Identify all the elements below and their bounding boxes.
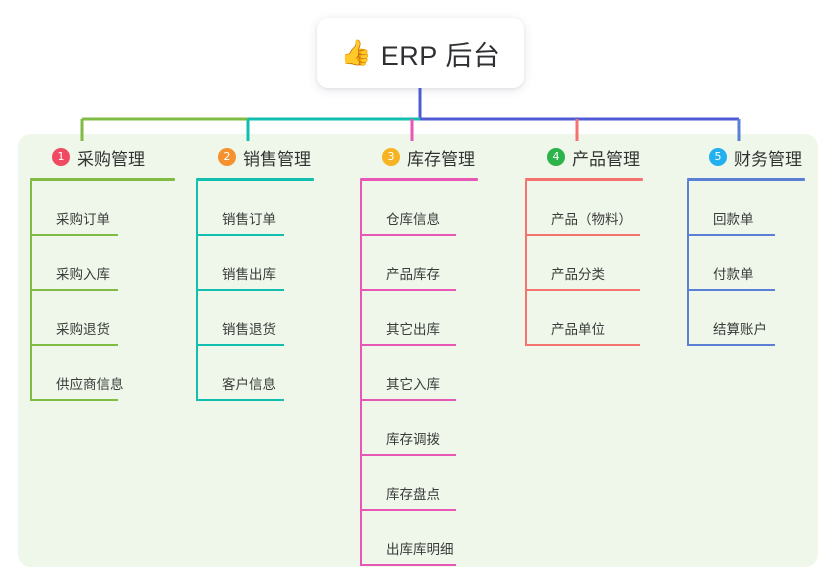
category-column-2: 2 销售管理销售订单销售出库销售退货客户信息 [196, 144, 314, 401]
menu-item-label: 采购入库 [56, 267, 110, 282]
menu-item-underline [687, 344, 775, 346]
category-header-2[interactable]: 2 销售管理 [196, 144, 314, 170]
menu-item-underline [30, 289, 118, 291]
menu-item-underline [687, 234, 775, 236]
category-header-4[interactable]: 4 产品管理 [525, 144, 643, 170]
menu-item-label: 库存盘点 [386, 487, 440, 502]
thumbs-up-icon: 👍 [340, 38, 372, 67]
menu-item[interactable]: 采购订单 [30, 181, 175, 236]
category-underline [30, 178, 175, 181]
menu-item-underline [360, 509, 456, 511]
menu-item-label: 回款单 [713, 212, 754, 227]
menu-item[interactable]: 销售订单 [196, 181, 314, 236]
menu-item-underline [360, 234, 456, 236]
menu-item-label: 销售订单 [222, 212, 276, 227]
menu-item[interactable]: 产品单位 [525, 291, 643, 346]
category-underline [687, 178, 805, 181]
root-node-title: ERP 后台 [380, 40, 501, 71]
menu-item-label: 销售出库 [222, 267, 276, 282]
menu-item-underline [525, 234, 640, 236]
category-number-badge: 3 [382, 148, 400, 166]
category-item-list: 回款单付款单结算账户 [687, 181, 805, 346]
menu-item[interactable]: 产品分类 [525, 236, 643, 291]
menu-item[interactable]: 付款单 [687, 236, 805, 291]
menu-item-underline [30, 344, 118, 346]
menu-item[interactable]: 结算账户 [687, 291, 805, 346]
menu-item[interactable]: 仓库信息 [360, 181, 478, 236]
menu-item[interactable]: 客户信息 [196, 346, 314, 401]
category-column-1: 1 采购管理采购订单采购入库采购退货供应商信息 [30, 144, 175, 401]
menu-item-label: 库存调拨 [386, 432, 440, 447]
menu-item-underline [360, 454, 456, 456]
menu-item[interactable]: 销售退货 [196, 291, 314, 346]
category-number-badge: 4 [547, 148, 565, 166]
category-number-badge: 2 [218, 148, 236, 166]
menu-item[interactable]: 库存盘点 [360, 456, 478, 511]
menu-item[interactable]: 产品库存 [360, 236, 478, 291]
menu-item-underline [687, 289, 775, 291]
category-underline [360, 178, 478, 181]
menu-item-label: 仓库信息 [386, 212, 440, 227]
menu-item-label: 其它出库 [386, 322, 440, 337]
menu-item-underline [30, 234, 118, 236]
category-column-4: 4 产品管理产品（物料） 产品分类产品单位 [525, 144, 643, 346]
menu-item[interactable]: 库存调拨 [360, 401, 478, 456]
category-item-list: 产品（物料） 产品分类产品单位 [525, 181, 643, 346]
menu-item[interactable]: 供应商信息 [30, 346, 175, 401]
menu-item-label: 付款单 [713, 267, 754, 282]
category-column-5: 5 财务管理回款单付款单结算账户 [687, 144, 805, 346]
category-underline [196, 178, 314, 181]
category-title: 库存管理 [407, 149, 475, 169]
menu-item-label: 产品单位 [551, 322, 605, 337]
menu-item[interactable]: 采购入库 [30, 236, 175, 291]
category-column-3: 3 库存管理仓库信息产品库存其它出库其它入库库存调拨库存盘点出库库明细 [360, 144, 478, 566]
category-title: 销售管理 [243, 149, 311, 169]
category-title: 财务管理 [734, 149, 802, 169]
menu-item[interactable]: 其它入库 [360, 346, 478, 401]
menu-item-underline [196, 399, 284, 401]
root-node-erp-backend[interactable]: 👍 ERP 后台 [317, 18, 524, 88]
menu-item[interactable]: 销售出库 [196, 236, 314, 291]
menu-item-underline [30, 399, 118, 401]
menu-item[interactable]: 回款单 [687, 181, 805, 236]
menu-item-label: 产品（物料） [551, 212, 632, 227]
menu-item-label: 出库库明细 [386, 542, 454, 557]
menu-item[interactable]: 产品（物料） [525, 181, 643, 236]
menu-item-underline [360, 564, 456, 566]
category-header-5[interactable]: 5 财务管理 [687, 144, 805, 170]
category-title: 产品管理 [572, 149, 640, 169]
category-item-list: 仓库信息产品库存其它出库其它入库库存调拨库存盘点出库库明细 [360, 181, 478, 566]
menu-item-underline [360, 399, 456, 401]
category-item-list: 销售订单销售出库销售退货客户信息 [196, 181, 314, 401]
diagram-panel-background [18, 134, 818, 567]
menu-item[interactable]: 其它出库 [360, 291, 478, 346]
menu-item[interactable]: 出库库明细 [360, 511, 478, 566]
menu-item-label: 客户信息 [222, 377, 276, 392]
menu-item-underline [196, 289, 284, 291]
menu-item-underline [196, 234, 284, 236]
category-header-1[interactable]: 1 采购管理 [30, 144, 175, 170]
category-number-badge: 5 [709, 148, 727, 166]
menu-item-label: 采购退货 [56, 322, 110, 337]
menu-item-label: 产品库存 [386, 267, 440, 282]
menu-item-underline [525, 344, 640, 346]
menu-item-label: 结算账户 [713, 322, 767, 337]
menu-item-label: 其它入库 [386, 377, 440, 392]
category-header-3[interactable]: 3 库存管理 [360, 144, 478, 170]
category-number-badge: 1 [52, 148, 70, 166]
menu-item-label: 产品分类 [551, 267, 605, 282]
category-underline [525, 178, 643, 181]
menu-item-label: 采购订单 [56, 212, 110, 227]
menu-item-label: 供应商信息 [56, 377, 124, 392]
category-title: 采购管理 [77, 149, 145, 169]
menu-item-underline [196, 344, 284, 346]
menu-item-underline [360, 344, 456, 346]
menu-item-label: 销售退货 [222, 322, 276, 337]
menu-item-underline [525, 289, 640, 291]
menu-item-underline [360, 289, 456, 291]
menu-item[interactable]: 采购退货 [30, 291, 175, 346]
category-item-list: 采购订单采购入库采购退货供应商信息 [30, 181, 175, 401]
